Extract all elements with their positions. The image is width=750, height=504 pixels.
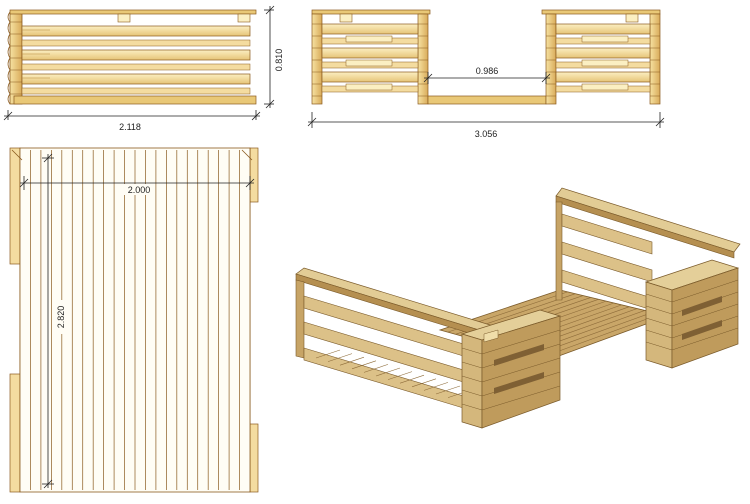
iso-left-module (460, 309, 562, 429)
iso-deck-slat (327, 353, 353, 362)
dim-side-height: 0.810 (264, 5, 284, 109)
side-log-ends (7, 11, 23, 105)
side-elevation: 0.810 2.118 (3, 5, 284, 132)
front-floor (427, 95, 547, 105)
side-boards (13, 25, 257, 105)
iso-deck-slat (351, 360, 377, 370)
iso-deck-slat (411, 378, 437, 388)
iso-deck-slat (375, 367, 401, 377)
iso-deck-slat (399, 374, 425, 384)
dim-label-floor-width: 2.000 (128, 185, 151, 195)
dim-label-side-width: 2.118 (119, 122, 141, 132)
iso-deck-slat (363, 364, 389, 373)
front-left-module (311, 9, 431, 105)
side-top-rail (9, 9, 257, 15)
dim-floor-width: 2.000 (19, 176, 255, 195)
iso-deck-slat (339, 356, 365, 366)
iso-right-module (644, 259, 740, 369)
front-elevation: 0.986 3.056 (307, 9, 665, 139)
front-right-module (541, 9, 661, 105)
iso-deck-slat (387, 371, 413, 380)
dim-front-width: 3.056 (307, 112, 665, 139)
dim-label-front-gap: 0.986 (476, 66, 499, 76)
dim-side-width: 2.118 (3, 110, 261, 132)
dim-front-gap: 0.986 (423, 66, 551, 84)
iso-right-back-fence (555, 187, 741, 311)
iso-deck-slat (423, 382, 449, 391)
dim-label-front-width: 3.056 (475, 129, 498, 139)
dim-floor-depth: 2.820 (42, 153, 66, 489)
iso-deck-slat (435, 385, 461, 395)
dim-label-floor-depth: 2.820 (56, 306, 66, 329)
dim-label-side-height: 0.810 (274, 49, 284, 72)
iso-deck-slat (315, 349, 341, 359)
isometric-view (295, 187, 741, 429)
floor-plan: 2.000 2.820 (9, 147, 259, 493)
